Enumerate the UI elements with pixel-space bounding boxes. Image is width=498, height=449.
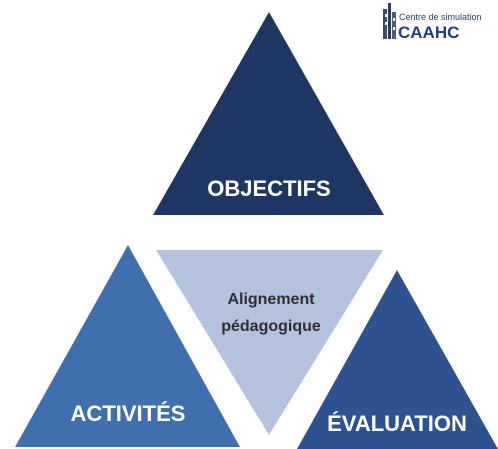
alignment-label-line2: pédagogique	[221, 318, 321, 335]
activites-triangle	[15, 245, 240, 447]
logo-title: CAAHC	[398, 23, 459, 42]
evaluation-triangle	[297, 270, 498, 449]
logo-subtitle: Centre de simulation	[399, 12, 482, 22]
alignment-label-line1: Alignement	[227, 291, 315, 308]
logo: Centre de simulation CAAHC	[383, 3, 482, 42]
alignment-triangle	[156, 250, 383, 435]
evaluation-label: ÉVALUATION	[327, 411, 467, 436]
objectifs-triangle	[153, 12, 384, 215]
objectifs-label: OBJECTIFS	[207, 176, 330, 201]
building-icon	[383, 3, 396, 39]
activites-label: ACTIVITÉS	[71, 401, 186, 426]
